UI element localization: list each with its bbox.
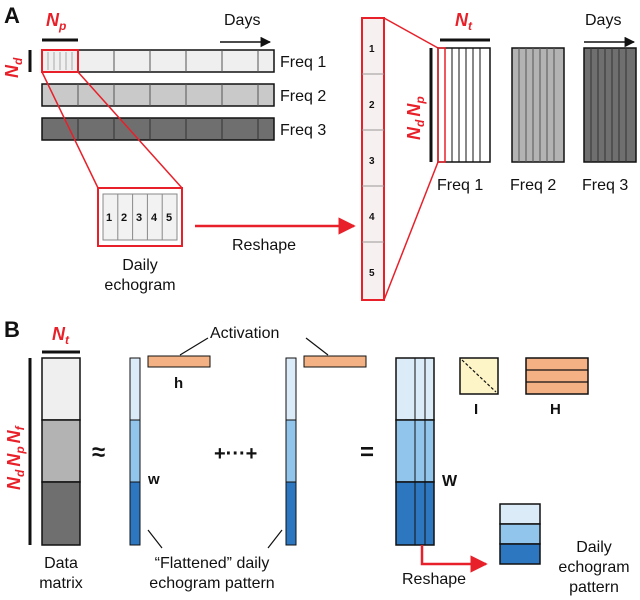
activation-leader-2 [305, 337, 329, 356]
zoom-num-2: 2 [121, 212, 127, 224]
freq2-label: Freq 2 [280, 88, 326, 105]
col-num-5: 5 [369, 268, 375, 279]
panel-b-label: B [4, 317, 20, 342]
daily-label: Daily [122, 257, 158, 274]
H-matrix [525, 357, 589, 395]
freq1-row [41, 49, 275, 73]
I-label: I [474, 401, 478, 418]
panel-a-label: A [4, 3, 20, 28]
activation-label: Activation [210, 325, 279, 342]
col-num-2: 2 [369, 100, 375, 111]
highlight-day [41, 49, 79, 73]
echogram-label: echogram [104, 277, 175, 294]
reshaped-column: 1 2 3 4 5 [361, 17, 385, 301]
np-label: Np [46, 10, 66, 33]
w-matrix [395, 357, 435, 546]
freq3-right-label: Freq 3 [582, 177, 628, 194]
component-1-h [147, 355, 211, 368]
daily-pattern-block [499, 503, 541, 565]
daily-pattern-line-1: Daily [576, 539, 612, 556]
col-num-4: 4 [369, 212, 375, 223]
identity-matrix [459, 357, 499, 395]
freq3-row [41, 117, 275, 141]
component-n-h [303, 355, 367, 368]
freq3-matrix [583, 47, 637, 163]
freq2-right-label: Freq 2 [510, 177, 556, 194]
freq1-right-label: Freq 1 [437, 177, 483, 194]
col-num-3: 3 [369, 156, 375, 167]
plus-dots: +···+ [214, 443, 257, 465]
flattened-line-2: echogram pattern [149, 575, 274, 592]
h-label: h [174, 375, 183, 392]
zoom-num-4: 4 [151, 212, 158, 224]
activation-leader-1 [179, 337, 209, 356]
freq2-row [41, 83, 275, 107]
reshape-label-b: Reshape [402, 571, 466, 588]
data-label: Data [44, 555, 78, 572]
W-label: W [442, 473, 458, 490]
freq2-matrix [511, 47, 565, 163]
freq3-label: Freq 3 [280, 122, 326, 139]
w-label: w [147, 471, 160, 488]
nt-b-label: Nt [52, 324, 70, 347]
expand-line-top [383, 17, 439, 49]
data-matrix [41, 357, 81, 546]
component-n-w [285, 357, 297, 546]
H-label: H [550, 401, 561, 418]
days-label: Days [224, 12, 260, 29]
reshape-label-a: Reshape [232, 237, 296, 254]
flattened-leader-1 [147, 529, 163, 549]
days-right-label: Days [585, 12, 621, 29]
freq1-label: Freq 1 [280, 54, 326, 71]
nd-label: Nd [2, 57, 25, 78]
zoom-num-1: 1 [106, 212, 112, 224]
ndnp-label: NdNp [404, 96, 427, 140]
nt-label: Nt [455, 10, 473, 33]
zoom-line-left [41, 71, 99, 189]
flattened-line-1: “Flattened” daily [155, 555, 270, 572]
col-num-1: 1 [369, 44, 375, 55]
daily-pattern-line-2: echogram [558, 559, 629, 576]
expand-line-bottom [383, 161, 439, 301]
equals-sign: = [360, 439, 374, 466]
daily-pattern-line-3: pattern [569, 579, 619, 596]
zoomed-daily-echogram: 1 2 3 4 5 [97, 187, 183, 247]
ndnpnf-label: NdNpNf [4, 425, 27, 490]
approx-sign: ≈ [92, 439, 105, 466]
component-1-w [129, 357, 141, 546]
freq1-matrix [437, 47, 491, 163]
matrix-label: matrix [39, 575, 83, 592]
reshape-arrow-b [420, 545, 488, 573]
zoom-num-5: 5 [166, 212, 172, 224]
flattened-leader-2 [267, 529, 283, 549]
zoom-num-3: 3 [136, 212, 142, 224]
zoom-line-right [77, 71, 183, 189]
